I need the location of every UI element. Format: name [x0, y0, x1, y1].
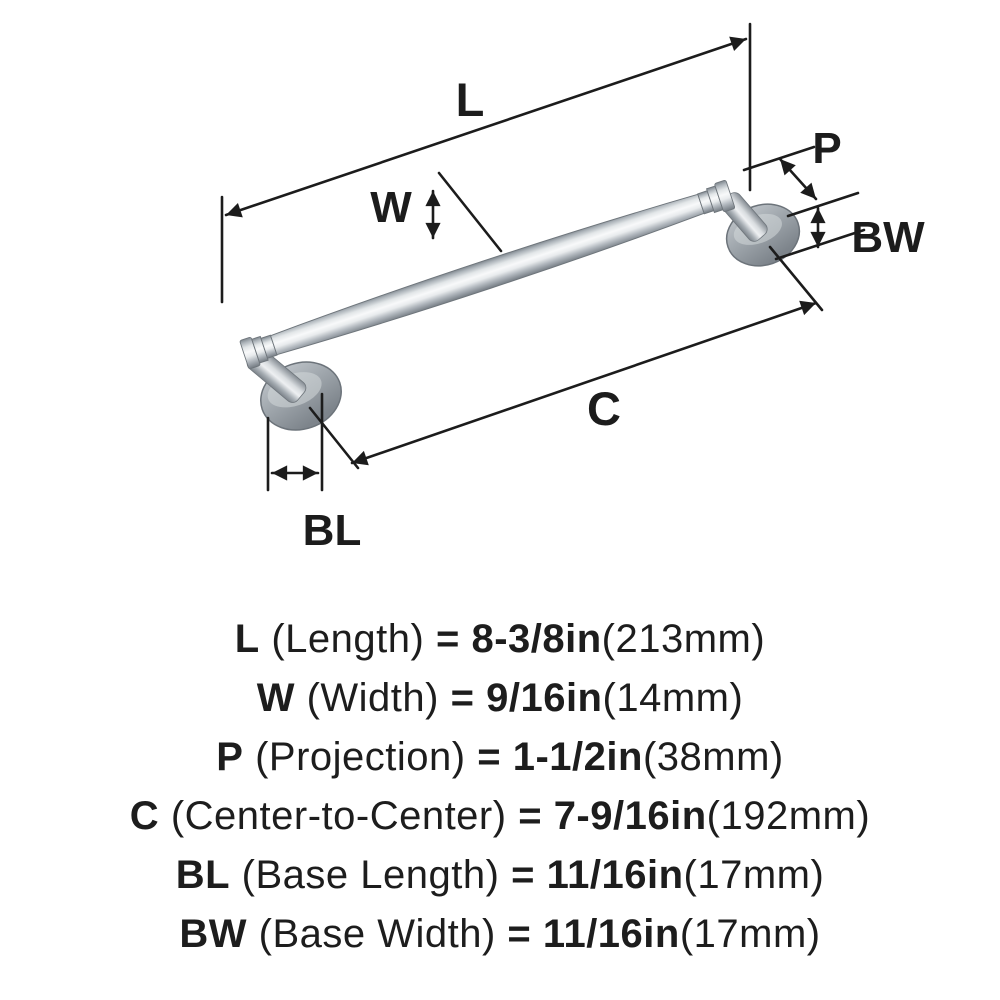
spec-value: 9/16in: [486, 676, 603, 720]
spec-name: (Center-to-Center): [170, 794, 507, 838]
ext-line-P-bottom: [786, 191, 860, 218]
equals-sign: =: [450, 676, 475, 720]
spec-value: 1-1/2in: [512, 735, 643, 779]
spec-metric: (14mm): [602, 676, 744, 720]
spec-metric: (17mm): [683, 853, 825, 897]
ext-line-C-right: [768, 245, 824, 312]
equals-sign: =: [435, 617, 460, 661]
dim-line-L: [224, 36, 748, 218]
spec-key: C: [129, 794, 160, 838]
spec-name: (Length): [271, 617, 425, 661]
dim-label-width: W: [370, 183, 412, 232]
equals-sign: =: [477, 735, 502, 779]
spec-key: L: [234, 617, 260, 661]
spec-name: (Base Width): [258, 912, 496, 956]
ext-line-C-left: [308, 406, 360, 470]
spec-row-base-width: BW (Base Width) = 11/16in(17mm): [0, 905, 1000, 964]
spec-row-projection: P (Projection) = 1-1/2in(38mm): [0, 728, 1000, 787]
dim-label-center-to-center: C: [587, 382, 621, 435]
handle-bar: [239, 179, 736, 370]
spec-metric: (38mm): [642, 735, 784, 779]
spec-name: (Projection): [255, 735, 466, 779]
dim-label-base-width: BW: [851, 213, 925, 262]
spec-key: BL: [175, 853, 231, 897]
spec-key: W: [256, 676, 295, 720]
equals-sign: =: [511, 853, 535, 897]
dimension-lines: [220, 22, 866, 492]
dim-line-C: [350, 300, 818, 466]
spec-value: 11/16in: [546, 853, 684, 897]
ext-line-W: [437, 171, 503, 253]
spec-value: 8-3/8in: [471, 617, 602, 661]
spec-row-length: L (Length) = 8-3/8in(213mm): [0, 610, 1000, 669]
spec-key: BW: [179, 912, 247, 956]
spec-row-center-to-center: C (Center-to-Center) = 7-9/16in(192mm): [0, 787, 1000, 846]
handle-assembly: [239, 179, 801, 431]
equals-sign: =: [518, 794, 543, 838]
spec-key: P: [216, 735, 244, 779]
equals-sign: =: [507, 912, 532, 956]
dim-label-projection: P: [812, 124, 841, 173]
spec-value: 11/16in: [542, 912, 680, 956]
spec-metric: (213mm): [601, 617, 766, 661]
spec-row-width: W (Width) = 9/16in(14mm): [0, 669, 1000, 728]
spec-value: 7-9/16in: [553, 794, 707, 838]
spec-metric: (192mm): [706, 794, 871, 838]
dim-label-length: L: [456, 73, 485, 126]
spec-name: (Base Length): [241, 853, 500, 897]
dim-label-base-length: BL: [303, 506, 362, 555]
dimension-diagram: L W P BW C BL: [220, 22, 925, 555]
spec-metric: (17mm): [679, 912, 821, 956]
spec-row-base-length: BL (Base Length) = 11/16in(17mm): [0, 846, 1000, 905]
spec-name: (Width): [306, 676, 439, 720]
bar-spindle: [270, 193, 705, 356]
spec-list: L (Length) = 8-3/8in(213mm) W (Width) = …: [0, 610, 1000, 964]
dim-arrow-P: [778, 157, 818, 201]
